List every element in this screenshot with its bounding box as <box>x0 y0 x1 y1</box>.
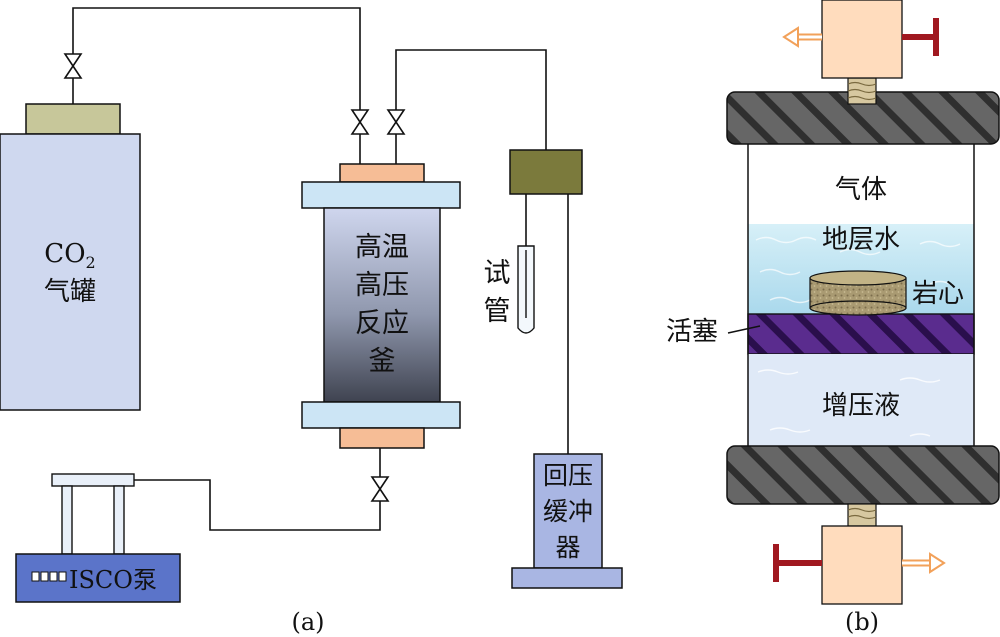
fluid-label: 增压液 <box>822 391 900 421</box>
fluid-texture <box>757 369 941 437</box>
reactor-label-3: 反应 <box>355 308 409 339</box>
tank-cap <box>25 103 121 135</box>
back-pressure-buffer: 回压 缓冲 器 <box>511 453 623 589</box>
valve-icon <box>386 109 406 135</box>
valve-icon <box>370 476 390 502</box>
bottom-endcap <box>726 445 1000 505</box>
bottom-valve-handle-icon <box>773 544 822 582</box>
panel-b: 气体 地层水 岩心 活塞 增压液 (b) <box>666 0 1000 636</box>
buffer-body <box>533 453 603 569</box>
bottom-fitting <box>821 525 903 605</box>
water-label: 地层水 <box>822 225 900 255</box>
pressurizing-fluid-zone <box>748 354 974 450</box>
pump-display-icon <box>31 571 67 582</box>
piston-label: 活塞 <box>666 317 718 347</box>
pump-column-right <box>113 485 125 555</box>
test-tube-label-2: 管 <box>484 296 511 327</box>
reactor: 高温 高压 反应 釜 <box>301 163 461 449</box>
panel-a: CO2 气罐 高温 高压 反应 釜 试 管 回 <box>0 7 623 636</box>
reactor-port-bottom <box>339 427 425 449</box>
valve-icon <box>350 109 370 135</box>
panel-b-caption: (b) <box>845 608 879 636</box>
tank-label: CO2 <box>44 239 95 272</box>
buffer-base <box>511 567 623 589</box>
reactor-label-2: 高压 <box>355 270 409 301</box>
isco-pump: ISCO泵 <box>15 473 181 603</box>
top-valve-handle-icon <box>902 18 939 56</box>
pump-top-bar <box>51 473 135 487</box>
test-tube-label-1: 试 <box>484 258 511 289</box>
buffer-label-1: 回压 <box>543 461 593 490</box>
piston-leader-line <box>727 325 761 334</box>
pump-column-left <box>61 485 73 555</box>
reactor-flange-top <box>301 181 461 209</box>
piston <box>747 313 975 355</box>
bottom-stem <box>847 503 877 527</box>
buffer-label-2: 缓冲 <box>543 497 593 526</box>
valve-icon <box>63 53 83 79</box>
pump-label: ISCO泵 <box>69 566 157 594</box>
core-label: 岩心 <box>912 279 964 309</box>
reactor-flange-bottom <box>301 401 461 429</box>
reactor-label-1: 高温 <box>355 232 409 263</box>
tank-body <box>0 133 141 411</box>
reactor-port-top <box>339 163 425 183</box>
buffer-label-3: 器 <box>555 533 580 562</box>
reactor-label-4: 釜 <box>369 346 396 377</box>
top-outlet-arrow-icon <box>782 26 822 48</box>
panel-a-caption: (a) <box>291 608 324 636</box>
top-fitting <box>821 0 903 79</box>
pump-pipe <box>130 446 381 531</box>
co2-tank: CO2 气罐 <box>0 103 141 411</box>
gas-zone <box>748 146 974 226</box>
water-texture <box>755 236 961 304</box>
collector-box <box>509 149 583 195</box>
test-tube: 试 管 <box>484 245 535 334</box>
gas-label: 气体 <box>835 175 887 205</box>
outlet-pipe <box>395 49 547 164</box>
bottom-outlet-arrow-icon <box>902 552 946 574</box>
tank-label-line2: 气罐 <box>44 277 96 307</box>
rock-core <box>809 270 907 316</box>
